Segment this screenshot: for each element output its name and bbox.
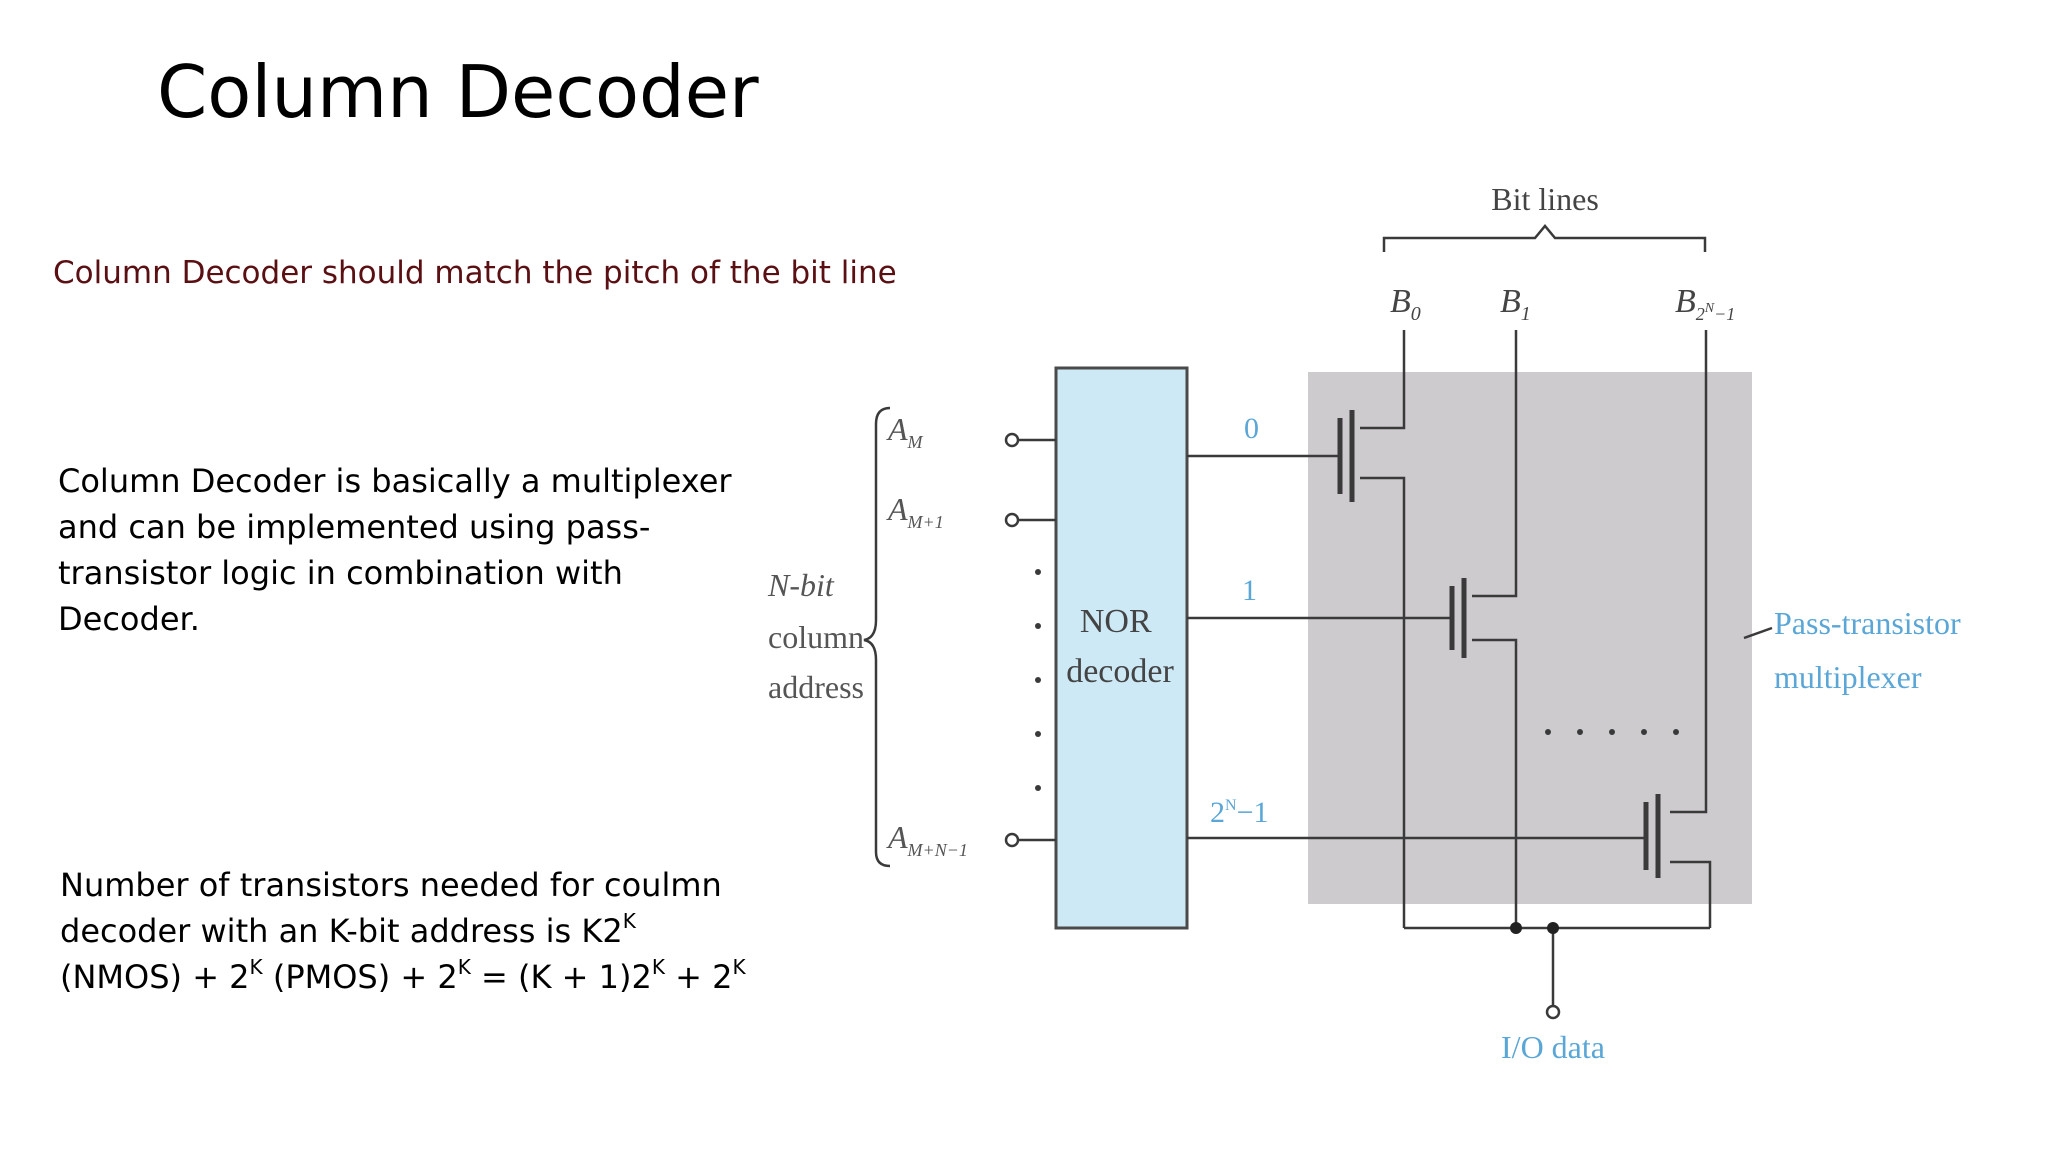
paragraph-line: Decoder. — [58, 600, 200, 638]
input-terminal — [1004, 512, 1020, 528]
slide-subtitle: Column Decoder should match the pitch of… — [53, 255, 897, 291]
slide-title: Column Decoder — [157, 50, 759, 134]
input-terminal — [1004, 832, 1020, 848]
output-label-n: 2N−1 — [1210, 796, 1268, 829]
decoder-label: NOR decoder — [1066, 603, 1174, 690]
paragraph-line: (NMOS) + 2K (PMOS) + 2K = (K + 1)2K + 2K — [60, 955, 746, 996]
input-terminal — [1004, 432, 1020, 448]
paragraph-line: decoder with an K-bit address is K2K — [60, 909, 636, 950]
output-label-0: 0 — [1244, 412, 1259, 445]
paragraph-line: Column Decoder is basically a multiplexe… — [58, 462, 732, 500]
bit-lines-brace — [1382, 224, 1707, 252]
paragraph-line: Number of transistors needed for coulmn — [60, 866, 722, 904]
address-label: N-bit column address — [767, 567, 872, 705]
output-label-1: 1 — [1242, 574, 1257, 607]
input-label-amn: AM+N−1 — [886, 819, 968, 860]
bit-lines-label: Bit lines — [1491, 181, 1599, 217]
mux-ellipsis — [1545, 729, 1679, 735]
paragraph-transistor-count: Number of transistors needed for coulmn … — [60, 862, 750, 1000]
input-ellipsis — [1035, 569, 1041, 791]
nor-decoder-box — [1054, 366, 1189, 930]
io-data-label: I/O data — [1501, 1029, 1605, 1065]
io-terminal — [1545, 1004, 1561, 1020]
paragraph-line: transistor logic in combination with — [58, 554, 623, 592]
bus-junction — [1510, 922, 1522, 934]
mux-label: Pass-transistor multiplexer — [1774, 605, 1969, 695]
bit-line-label-b0: B0 — [1390, 283, 1421, 325]
bit-line-wires — [1018, 330, 1773, 1006]
mux-region — [1308, 372, 1752, 904]
paragraph-line: and can be implemented using pass- — [58, 508, 651, 546]
input-label-am1: AM+1 — [886, 491, 944, 532]
bus-junction — [1547, 922, 1559, 934]
address-brace — [863, 406, 891, 868]
input-label-am: AM — [886, 411, 924, 452]
paragraph-description: Column Decoder is basically a multiplexe… — [58, 458, 748, 642]
bit-line-label-b1: B1 — [1500, 283, 1531, 325]
bit-line-label-bn: B2N−1 — [1675, 283, 1735, 324]
